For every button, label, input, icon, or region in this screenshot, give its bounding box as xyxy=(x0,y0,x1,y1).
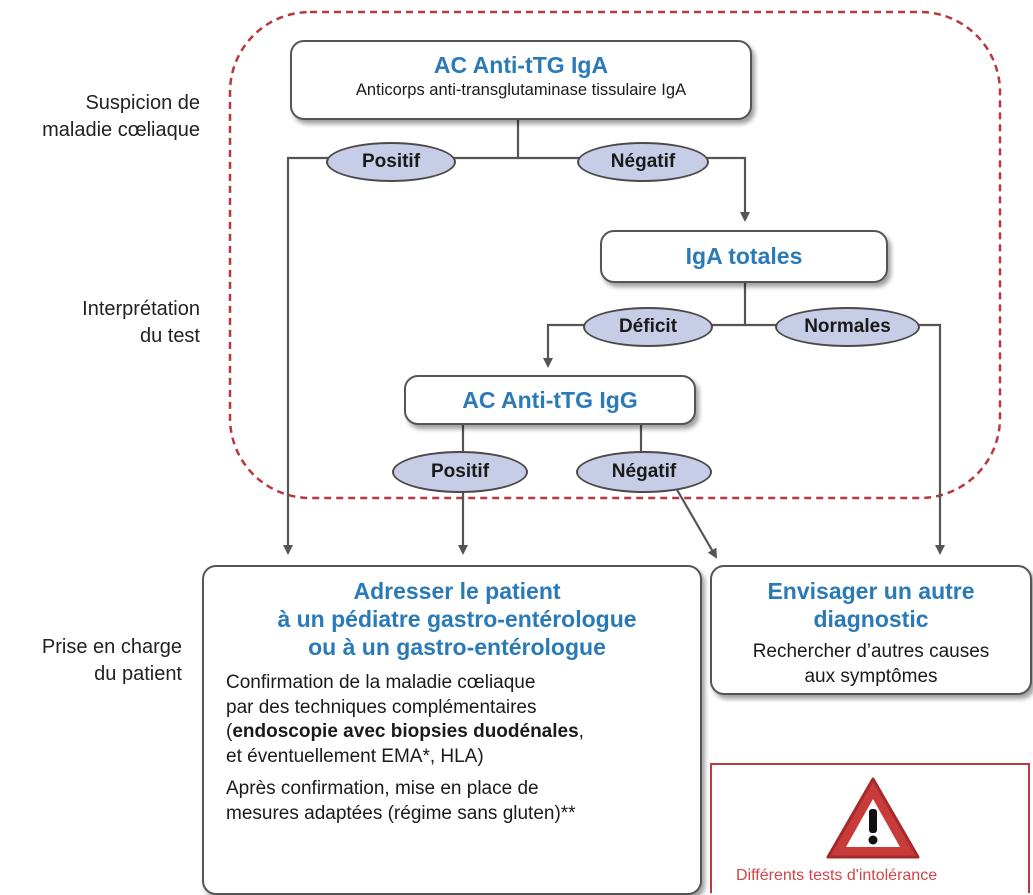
label-prise-en-charge: Prise en charge du patient xyxy=(41,636,182,685)
label-suspicion: Suspicion de maladie cœliaque xyxy=(42,92,200,141)
pill-positif-iga: Positif xyxy=(326,142,456,182)
adresser-para-confirmation: Confirmation de la maladie cœliaque par … xyxy=(226,672,584,767)
box-envisager-diagnostic: Envisager un autre diagnostic Rechercher… xyxy=(710,565,1032,695)
pill-normales: Normales xyxy=(775,307,920,347)
warning-text: Différents tests d'intolérance xyxy=(736,867,938,884)
box-iga-totales: IgA totales xyxy=(600,230,888,283)
box-anti-tg-iga: AC Anti-tTG IgA Anticorps anti-transglut… xyxy=(290,40,752,120)
envisager-title-line-1: Envisager un autre xyxy=(767,578,975,604)
warning-triangle-icon xyxy=(826,777,920,859)
envisager-body-line-1: Rechercher d’autres causes xyxy=(752,641,990,662)
adresser-title-line-1: Adresser le patient xyxy=(353,578,561,604)
pill-positif-igg: Positif xyxy=(392,451,528,493)
envisager-body-line-2: aux symptômes xyxy=(804,666,938,687)
envisager-title-line-2: diagnostic xyxy=(813,606,929,632)
label-interpretation: Interprétation du test xyxy=(82,298,200,347)
adresser-title-line-3: ou à un gastro-entérologue xyxy=(308,634,606,660)
connector-normales xyxy=(745,323,945,555)
pill-negatif-igg: Négatif xyxy=(576,451,712,493)
warning-panel: Différents tests d'intolérance xyxy=(710,763,1030,893)
box-anti-tg-iga-title: AC Anti-tTG IgA xyxy=(433,52,609,78)
box-anti-tg-igg: AC Anti-tTG IgG xyxy=(404,375,696,425)
box-anti-tg-iga-subtitle: Anticorps anti-transglutaminase tissulai… xyxy=(355,81,687,99)
adresser-title-line-2: à un pédiatre gastro-entérologue xyxy=(277,606,637,632)
pill-negatif-iga: Négatif xyxy=(577,142,709,182)
pill-deficit: Déficit xyxy=(583,307,713,347)
dashed-region xyxy=(228,10,1002,500)
adresser-para-mesures: Après confirmation, mise en place de mes… xyxy=(226,778,576,824)
box-adresser-patient: Adresser le patient à un pédiatre gastro… xyxy=(202,565,702,895)
connector-positif-1 xyxy=(283,156,518,555)
